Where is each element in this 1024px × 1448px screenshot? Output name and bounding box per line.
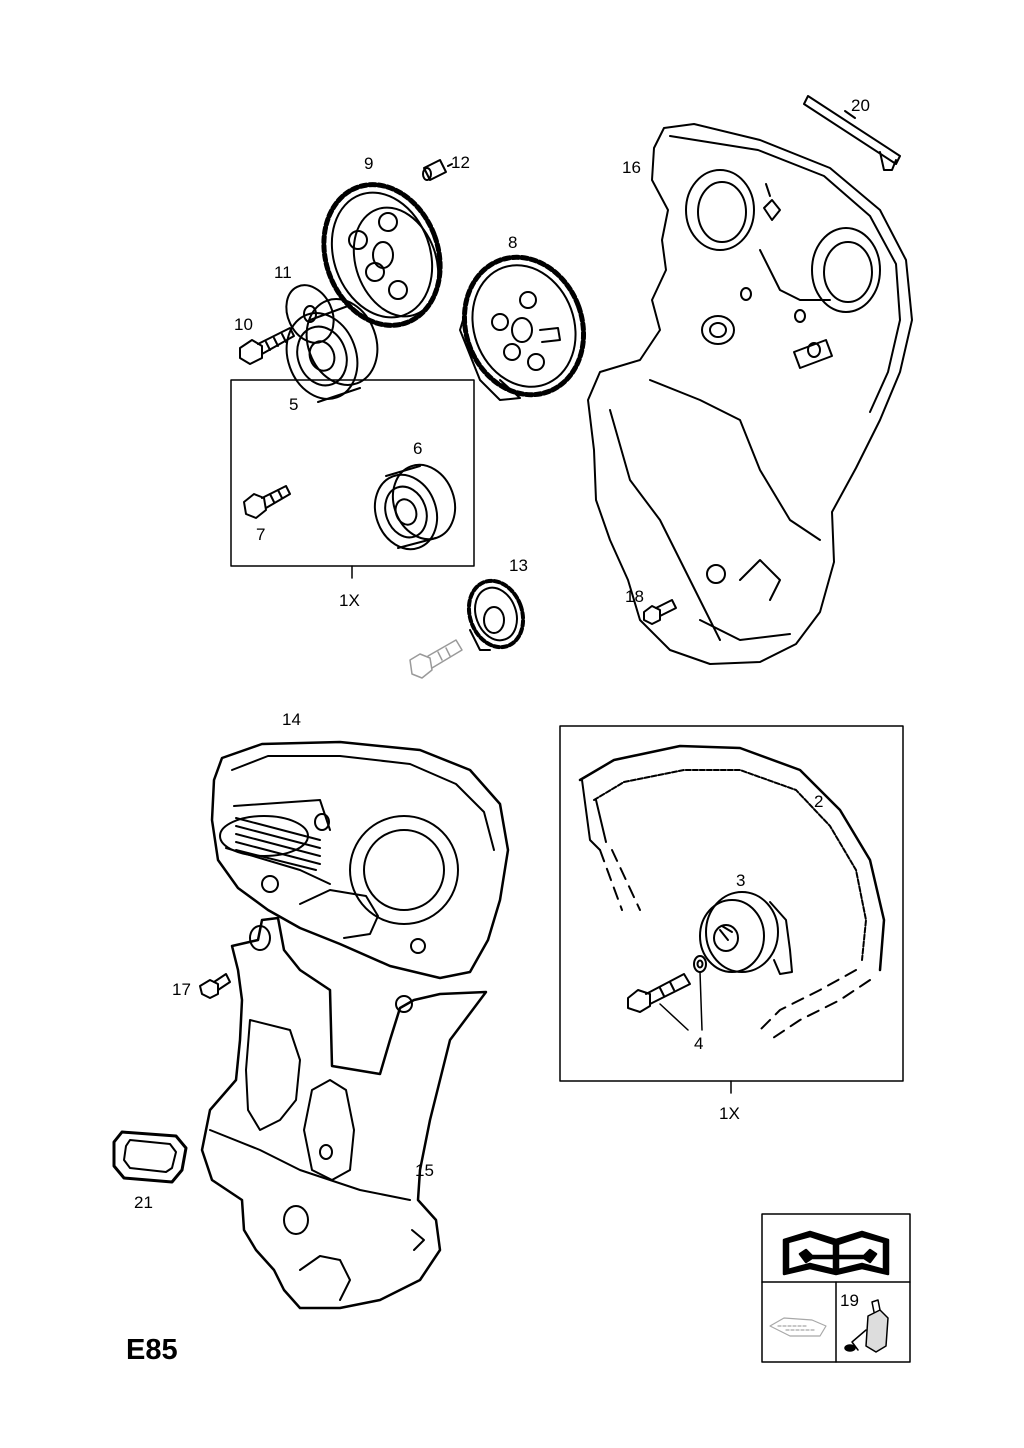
- seal-strip-part-20: [803, 95, 901, 171]
- bolt-part-10: [239, 327, 295, 365]
- timing-belt-part-2: [578, 744, 886, 1041]
- lower-front-cover-part-15: [200, 916, 488, 1310]
- bolt-part-17: [199, 973, 231, 999]
- callout-10: 10: [234, 315, 253, 334]
- sealant-tube-icon: [844, 1299, 889, 1353]
- callout-17: 17: [172, 980, 191, 999]
- rear-timing-cover-part-16: [587, 123, 913, 665]
- kit-box-left: [230, 379, 475, 579]
- callout-15: 15: [415, 1161, 434, 1180]
- legend-box: [761, 1213, 911, 1363]
- bolt-part-18: [643, 599, 677, 625]
- camshaft-gear-part-9: [321, 182, 443, 328]
- callout-11: 11: [274, 263, 292, 282]
- open-book-wrench-icon: [782, 1230, 890, 1276]
- idler-pulley-part-5: [285, 298, 379, 403]
- bolt-part-7: [243, 485, 291, 519]
- kit-label-left: 1X: [339, 591, 360, 610]
- callout-18: 18: [625, 587, 644, 606]
- camshaft-gear-part-8: [459, 254, 587, 401]
- callout-12: 12: [451, 153, 470, 172]
- kit-box-right: [559, 725, 904, 1094]
- callout-3: 3: [736, 871, 746, 890]
- crankshaft-sprocket-part-13: [466, 578, 526, 651]
- tensioner-part-3: [699, 891, 793, 975]
- gasket-part-21: [112, 1130, 188, 1184]
- idler-pulley-part-6: [373, 463, 457, 551]
- callout-2: 2: [814, 792, 824, 811]
- callout-19: 19: [840, 1291, 859, 1310]
- callout-13: 13: [509, 556, 528, 575]
- callout-14: 14: [282, 710, 301, 729]
- dowel-pin-part-12: [422, 159, 453, 181]
- callout-4: 4: [694, 1034, 704, 1053]
- callout-20: 20: [851, 96, 870, 115]
- sealant-application-icon: [769, 1317, 827, 1337]
- diagram-code: E85: [126, 1334, 178, 1366]
- callout-5: 5: [289, 395, 299, 414]
- kit-label-right: 1X: [719, 1104, 740, 1123]
- callout-9: 9: [364, 154, 374, 173]
- callout-16: 16: [622, 158, 641, 177]
- upper-front-cover-part-14: [210, 740, 510, 980]
- callout-6: 6: [413, 439, 423, 458]
- crankshaft-bolt-faint: [409, 639, 463, 679]
- callout-21: 21: [134, 1193, 153, 1212]
- callout-8: 8: [508, 233, 518, 252]
- callout-7: 7: [256, 525, 266, 544]
- bolt-washer-part-4: [627, 955, 707, 1031]
